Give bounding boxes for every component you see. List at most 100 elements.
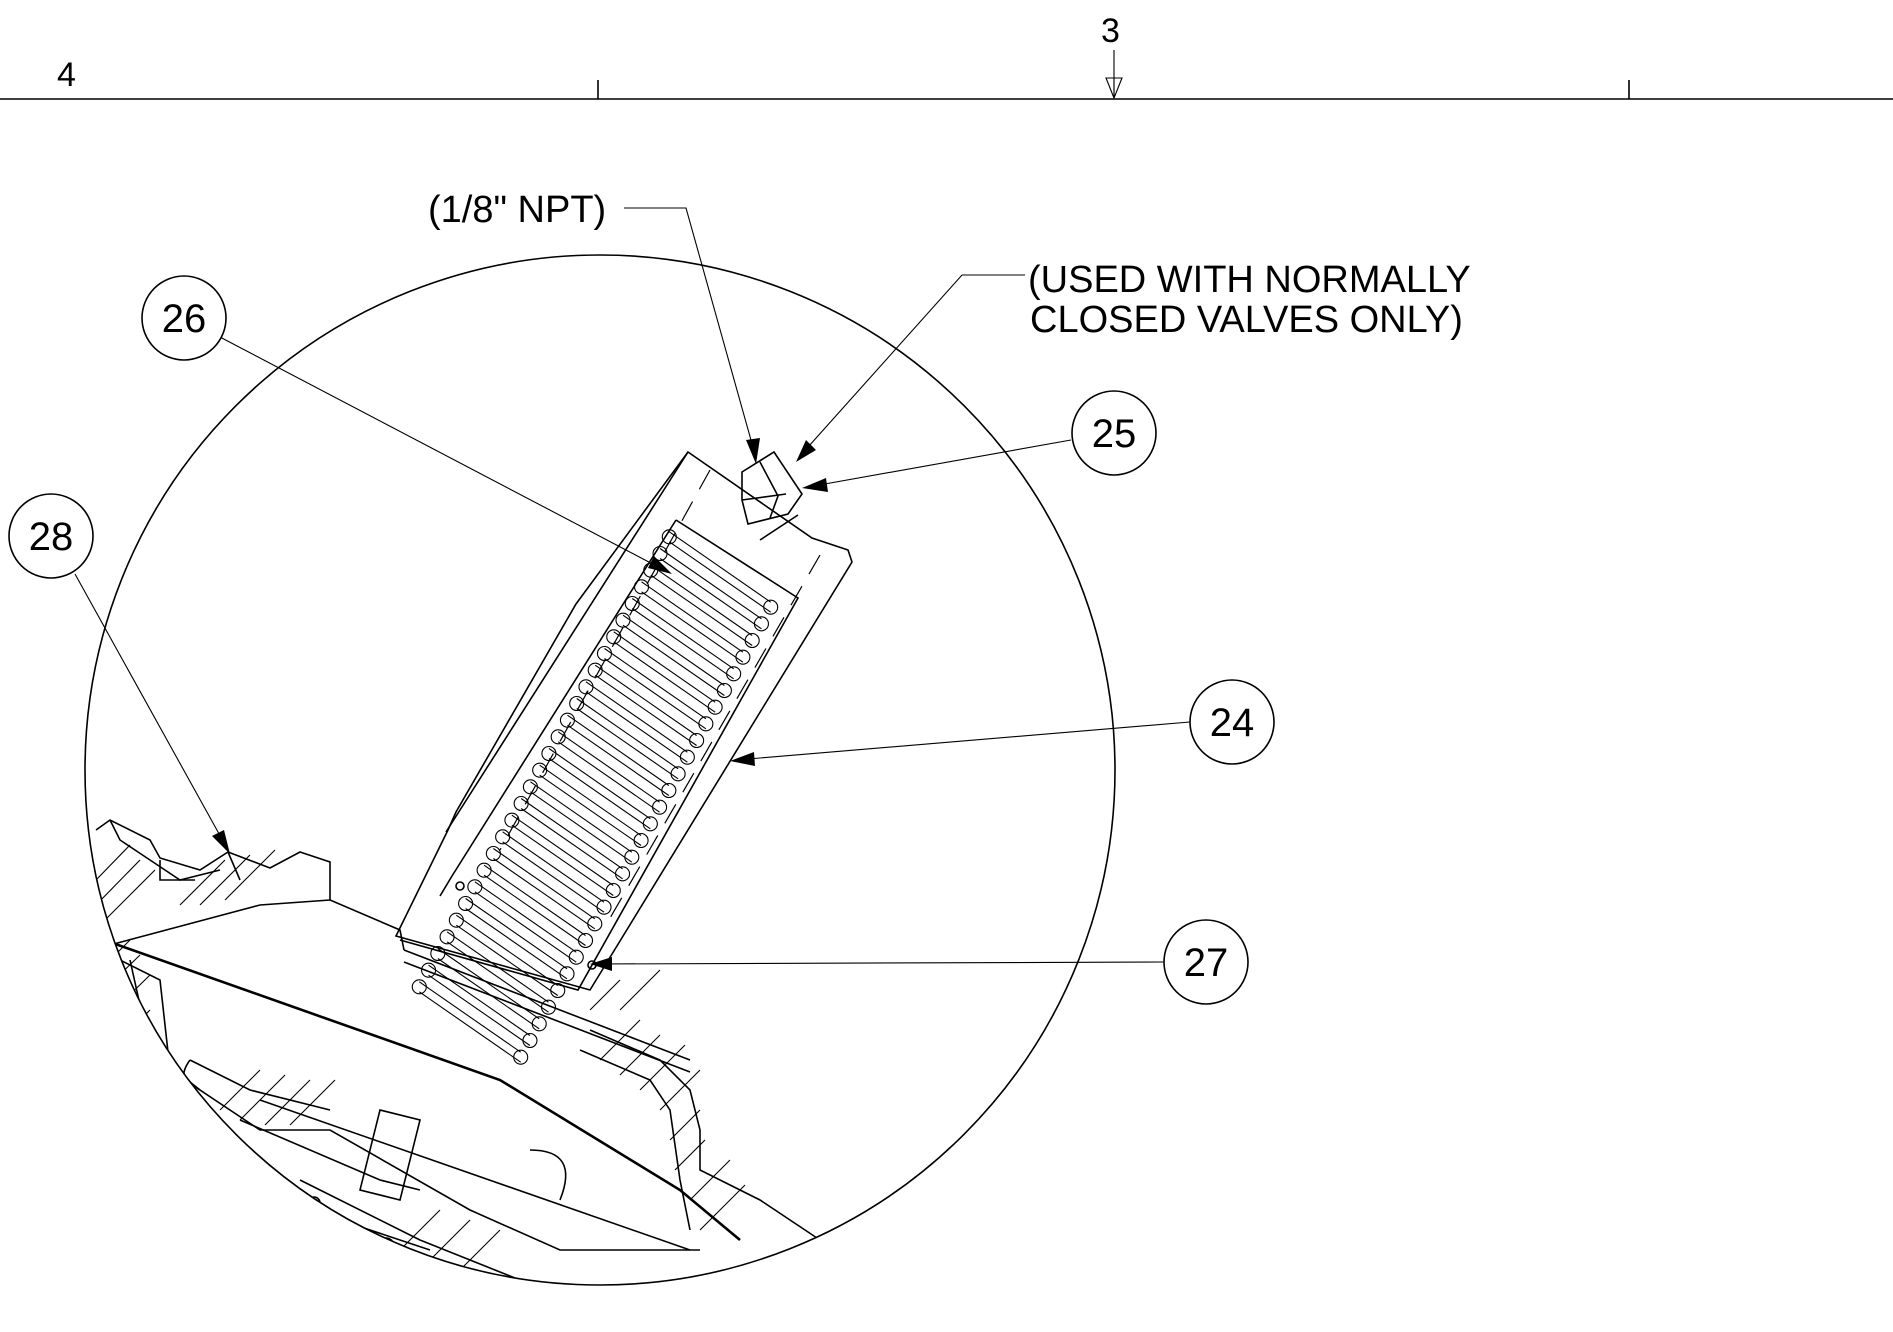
spring-coil-line <box>567 714 670 786</box>
spring-coil-line <box>539 764 642 836</box>
spring-coil-line <box>613 631 716 703</box>
spring-coil-section <box>513 795 529 812</box>
spring-coil-section <box>430 945 446 962</box>
spring-coil-line <box>530 791 633 863</box>
spring-coil-line <box>641 591 744 663</box>
spring-coil-line <box>456 914 559 986</box>
spring-coil-line <box>530 781 633 853</box>
spring-coil-line <box>668 531 772 603</box>
spring-coil-line <box>622 624 725 696</box>
spring-coil-line <box>585 681 688 753</box>
spring-coil-section <box>661 782 677 799</box>
spring-coil-section <box>707 699 723 715</box>
spring-coil-line <box>483 874 586 946</box>
spring-coil-section <box>624 849 640 865</box>
spring-coil-line <box>474 891 577 963</box>
balloon-25: 25 <box>1071 390 1157 476</box>
spring-coil-section <box>744 632 760 649</box>
spring-coil-section <box>421 962 437 978</box>
spring-coil-line <box>418 981 522 1053</box>
spring-coil-section <box>485 845 501 862</box>
spring-coil-section <box>605 882 621 899</box>
spring-coil-section <box>559 712 575 728</box>
valve-section <box>95 450 853 1285</box>
spring-coil-line <box>622 614 725 686</box>
spring-coil-line <box>520 808 623 880</box>
spring-coil-line <box>659 558 762 630</box>
spring-coil-section <box>642 816 658 832</box>
spring-coil-section <box>540 999 557 1015</box>
npt-note: (1/8" NPT) <box>428 189 606 231</box>
spring-coil-section <box>624 595 640 612</box>
spring-coil-section <box>550 729 566 745</box>
spring-coil-line <box>493 858 596 930</box>
spring-coil-line <box>650 574 753 646</box>
spring-coil-section <box>753 616 769 632</box>
spring-coil-line <box>576 698 679 770</box>
spring-coil-section <box>569 695 585 712</box>
spring-coil-section <box>716 682 732 699</box>
spring-coil-line <box>557 741 660 813</box>
balloon-28: 28 <box>8 493 94 579</box>
spring-coil-line <box>641 581 744 653</box>
drawing-border: 4 3 <box>0 12 1893 100</box>
spring-coil-line <box>446 941 549 1013</box>
balloon-26: 26 <box>141 275 227 361</box>
normally-closed-note-line2: CLOSED VALVES ONLY) <box>1030 299 1463 341</box>
spring-coil-section <box>587 916 603 932</box>
zone-label-4: 4 <box>57 56 76 94</box>
detail-circle <box>84 254 1116 1286</box>
balloon-24-label: 24 <box>1210 701 1255 745</box>
spring-coil-line <box>548 758 651 830</box>
spring-coil-section <box>615 866 631 882</box>
spring-coil-line <box>511 824 614 896</box>
spring-coil-line <box>437 958 540 1030</box>
spring-coil-line <box>428 964 531 1036</box>
spring-coil-section <box>633 579 650 595</box>
spring-coil-section <box>577 932 594 949</box>
spring-coil-section <box>495 829 511 845</box>
balloon-24: 24 <box>1189 679 1275 765</box>
spring-coil-line <box>613 641 716 713</box>
spring-coil-section <box>633 832 649 849</box>
balloon-27: 27 <box>1163 919 1249 1005</box>
spring-coil-section <box>615 612 631 628</box>
spring-coil-section <box>587 662 603 678</box>
spring-coil-section <box>689 732 705 749</box>
spring-coil-line <box>520 798 623 870</box>
spring-coil-section <box>698 716 714 732</box>
spring-housing <box>394 450 853 991</box>
spring-coil-section <box>596 899 612 915</box>
spring-coil-section <box>726 666 742 682</box>
spring-coil-section <box>541 745 557 762</box>
leader-lines <box>74 207 1191 971</box>
spring-coil-section <box>467 879 483 895</box>
spring-coil-section <box>439 929 455 945</box>
spring-coil-line <box>576 708 679 780</box>
spring-coil-line <box>428 974 531 1046</box>
spring-coil-line <box>548 748 651 820</box>
spring-coil-line <box>650 564 753 636</box>
spring-coil-line <box>502 841 605 913</box>
balloon-26-label: 26 <box>162 297 207 341</box>
spring-coil-line <box>594 664 697 736</box>
zone-label-3: 3 <box>1101 12 1120 50</box>
spring-coil-section <box>578 679 594 695</box>
spring-coil-section <box>652 545 668 562</box>
spring-coil-line <box>668 541 772 613</box>
spring-coil-section <box>596 645 613 662</box>
valve-body-section <box>95 819 821 1285</box>
spring-coil-line <box>539 774 642 846</box>
spring-coil-section <box>670 766 686 782</box>
spring-coil-line <box>557 731 660 803</box>
spring-coil-line <box>474 881 577 953</box>
spring-coil-section <box>522 779 538 795</box>
spring-coil-section <box>513 1049 529 1065</box>
spring-coil-line <box>594 674 697 746</box>
spring-coil-section <box>568 949 584 965</box>
spring-coil-section <box>559 966 575 982</box>
spring-coil-section <box>652 799 668 815</box>
spring-coils <box>411 529 779 1065</box>
balloon-27-label: 27 <box>1184 941 1229 985</box>
